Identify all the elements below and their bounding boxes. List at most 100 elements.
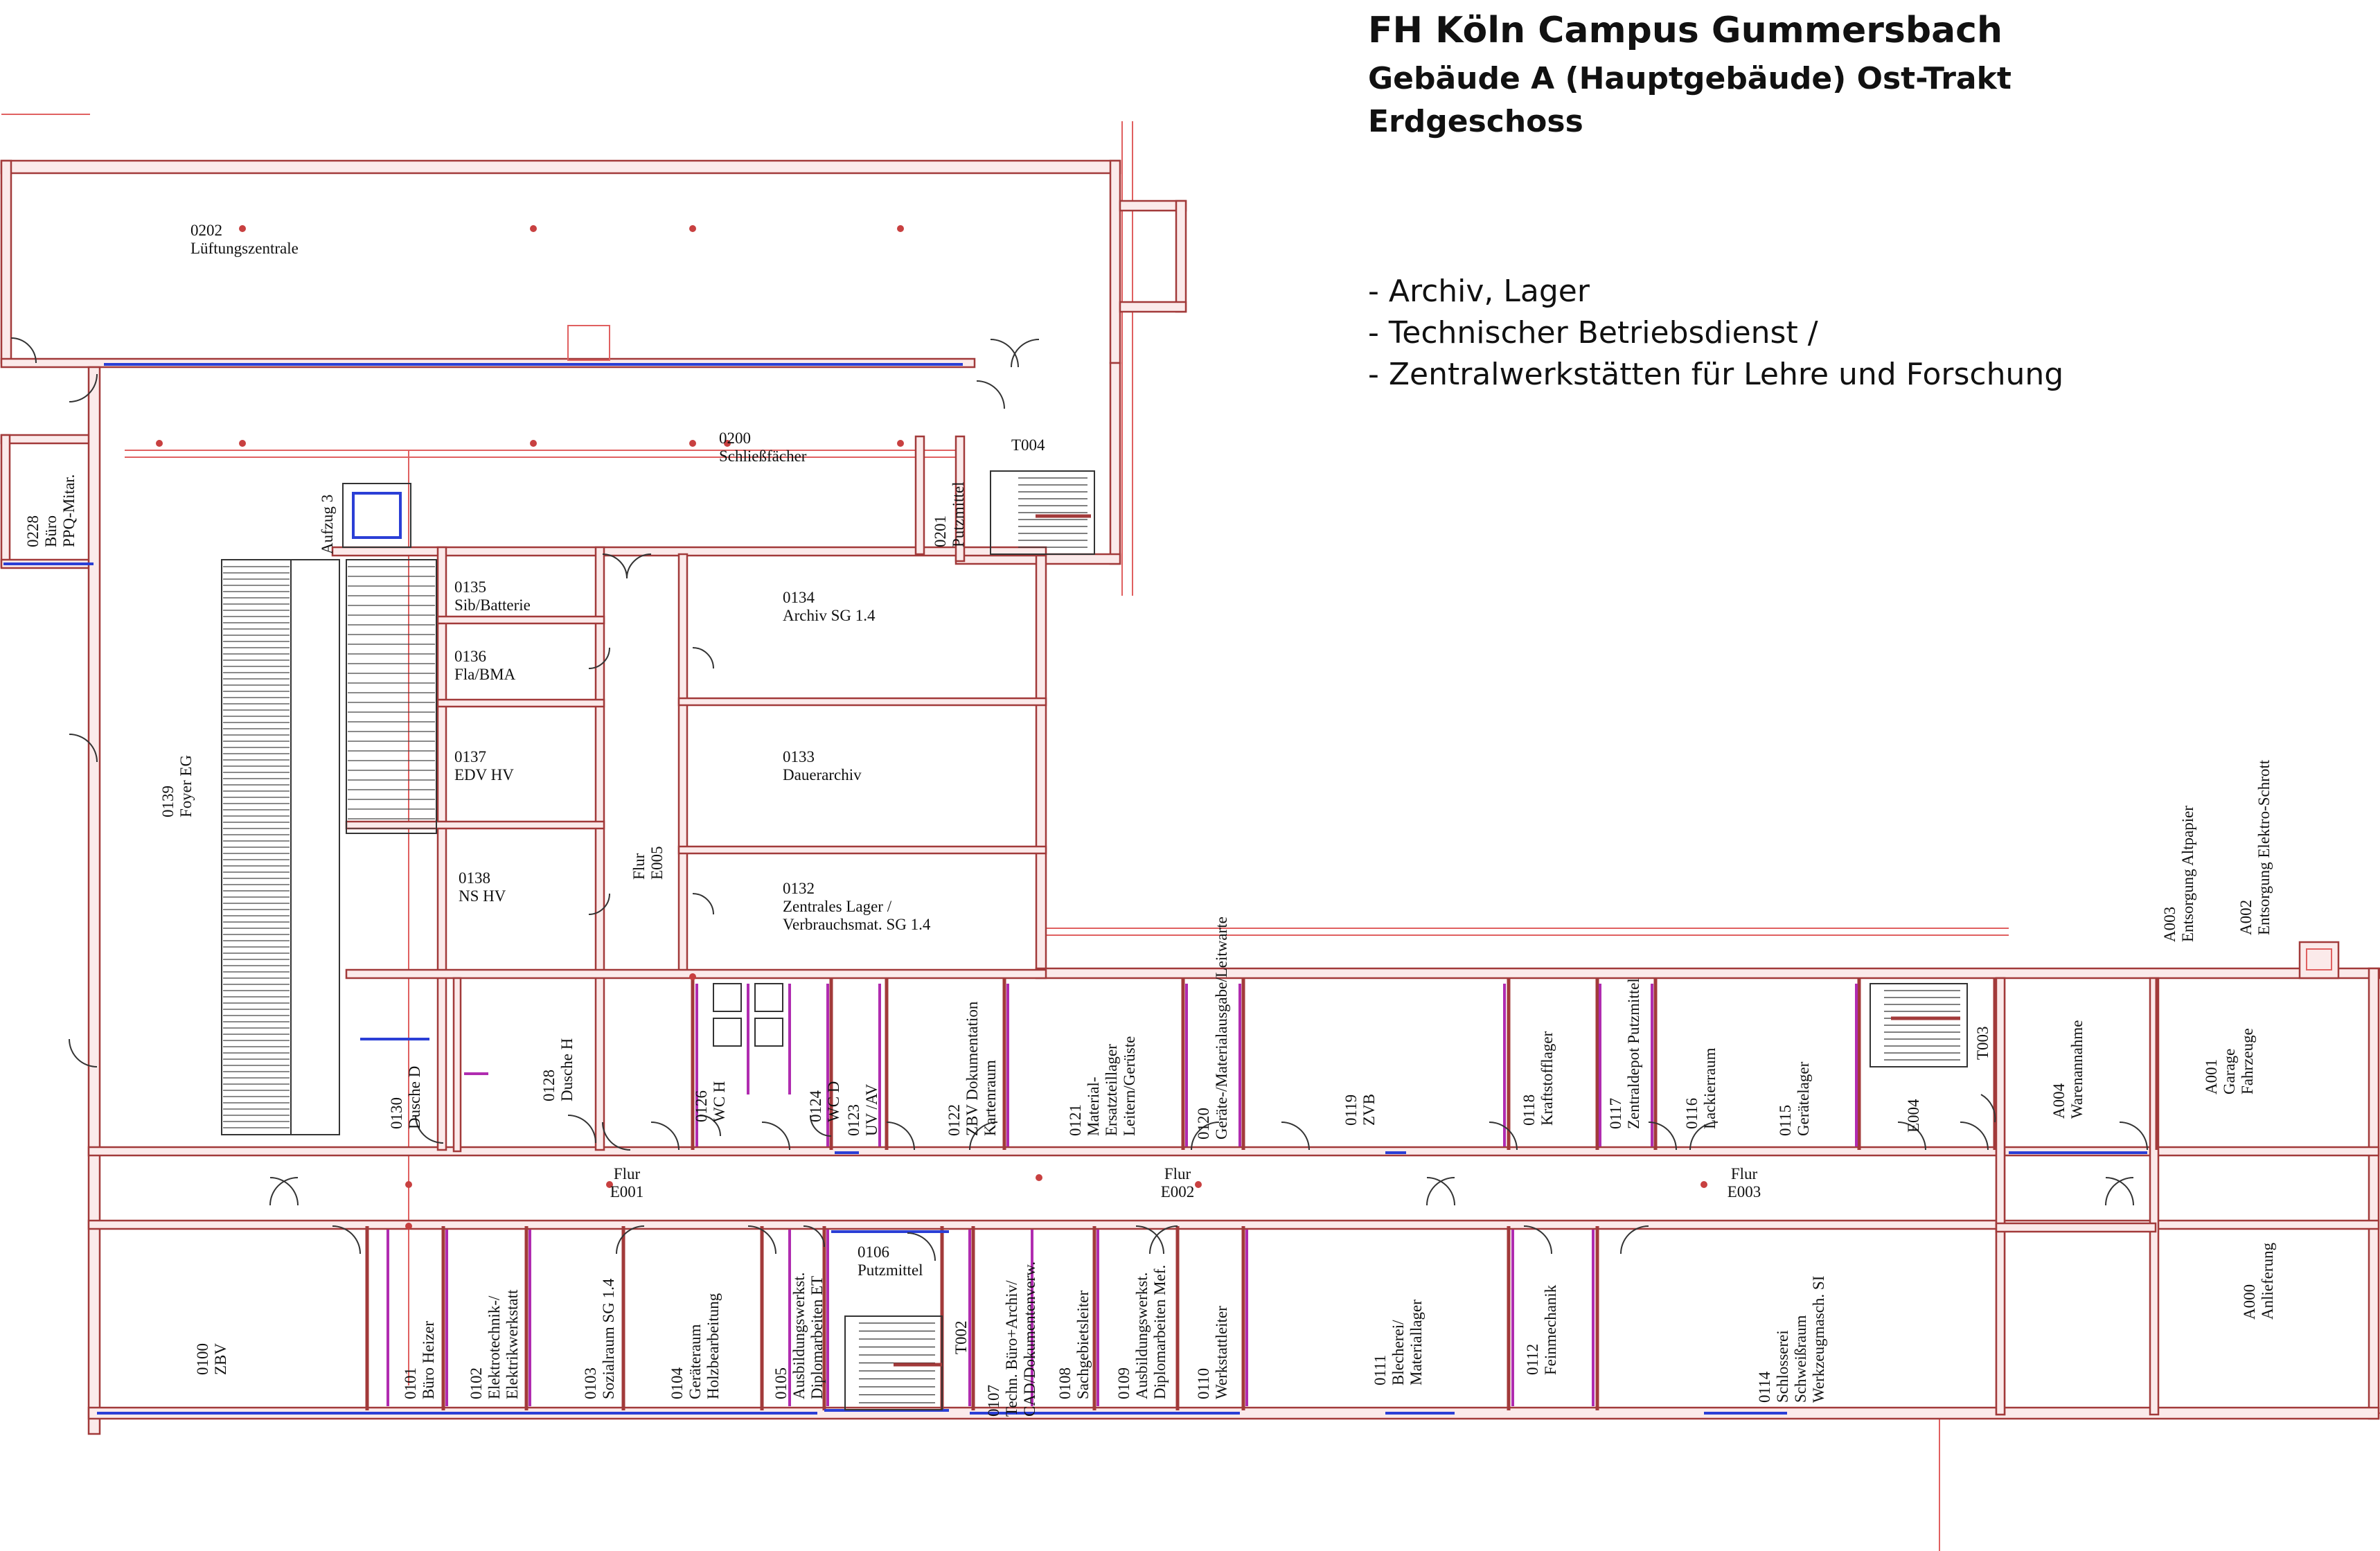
room-number: Flur — [630, 853, 648, 880]
room-number: 0128 — [540, 1070, 558, 1101]
room-name: Entsorgung Altpapier — [2179, 806, 2196, 942]
room-number: 0134 — [783, 589, 815, 606]
central-block-walls — [331, 435, 1047, 1153]
room-number: 0121 — [1067, 1104, 1084, 1136]
room-name: Anlieferung — [2259, 1242, 2276, 1320]
room-number: 0118 — [1520, 1094, 1538, 1126]
column-dot — [530, 225, 537, 232]
room-name: CAD/Dokumentenverw. — [1021, 1261, 1038, 1417]
room-name: Ersatzteillager — [1103, 1044, 1120, 1136]
room-number: 0132 — [783, 880, 815, 897]
room-number: 0124 — [807, 1090, 824, 1123]
column-dot — [897, 225, 904, 232]
room-number: Flur — [614, 1165, 641, 1182]
stairwell-t003 — [1870, 983, 1968, 1067]
room-name: Dusche H — [558, 1038, 576, 1101]
room-number: T004 — [1011, 436, 1045, 454]
room-name: Werkstattleiter — [1213, 1306, 1230, 1399]
room-name: EDV HV — [454, 766, 514, 783]
floor-label: Erdgeschoss — [1368, 104, 1583, 139]
room-name: Materiallager — [1407, 1300, 1425, 1385]
north-partitions — [691, 978, 2159, 1150]
room-name: Warenannahme — [2068, 1020, 2086, 1119]
room-name: Sozialraum SG 1.4 — [600, 1278, 617, 1399]
room-name: Dusche D — [406, 1066, 423, 1129]
room-number: 0107 — [985, 1385, 1002, 1417]
room-name: ZBV — [212, 1343, 229, 1375]
room-number: 0110 — [1195, 1368, 1212, 1399]
room-name: Diplomarbeiten ET — [808, 1276, 826, 1399]
room-name: Sib/Batterie — [454, 596, 531, 614]
window-lines — [3, 363, 2147, 1415]
column-dot — [1700, 1181, 1707, 1188]
column-dot — [689, 440, 696, 447]
room-number: 0109 — [1115, 1367, 1133, 1399]
room-number: 0101 — [402, 1367, 419, 1399]
north-partitions-colored — [360, 984, 1858, 1146]
door-swings — [10, 337, 2148, 1261]
room-number: 0202 — [190, 222, 222, 239]
room-name: E003 — [1728, 1183, 1761, 1200]
room-number: 0102 — [468, 1367, 485, 1399]
room-number: 0106 — [858, 1243, 889, 1261]
room-name: Kartenraum — [982, 1060, 999, 1136]
room-name: Putzmittel — [858, 1261, 923, 1279]
room-number: 0200 — [719, 429, 751, 447]
south-partitions — [365, 1226, 1599, 1410]
room-number: 0135 — [454, 578, 486, 596]
room-name: E005 — [648, 846, 666, 880]
room-name: Ausbildungswerkst. — [790, 1273, 808, 1399]
room-number: 0108 — [1056, 1367, 1074, 1399]
room-name: Entsorgung Elektro-Schrott — [2255, 759, 2273, 935]
room-number: 0117 — [1607, 1098, 1624, 1129]
room-name: Verbrauchsmat. SG 1.4 — [783, 916, 931, 933]
room-number: 0130 — [388, 1097, 405, 1129]
function-item-werkstaetten: - Zentralwerkstätten für Lehre und Forsc… — [1368, 357, 2064, 392]
column-dot — [239, 440, 246, 447]
room-name: Gerätelager — [1795, 1061, 1812, 1136]
room-number: 0105 — [772, 1367, 790, 1399]
room-name: PPQ-Mitar. — [60, 475, 78, 547]
room-number: 0201 — [932, 515, 949, 547]
column-dot — [689, 225, 696, 232]
room-name: Geräteraum — [686, 1324, 704, 1399]
room-number: 0112 — [1524, 1344, 1541, 1375]
room-name: Sachgebietsleiter — [1074, 1291, 1092, 1399]
column-dot — [405, 1223, 412, 1230]
room-number: E004 — [1905, 1099, 1922, 1133]
room-number: 0115 — [1777, 1105, 1794, 1136]
room-name: Garage — [2221, 1049, 2238, 1094]
room-name: Büro — [42, 515, 60, 547]
room-number: A001 — [2203, 1059, 2220, 1094]
south-partitions-colored — [387, 1230, 1595, 1412]
